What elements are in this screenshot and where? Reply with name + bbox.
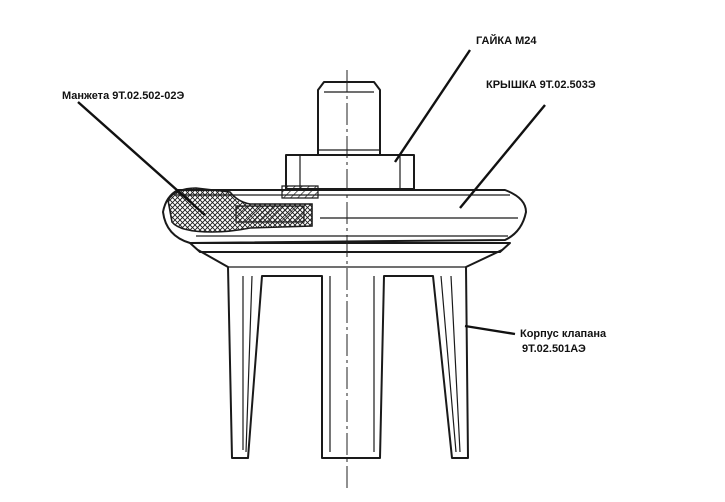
cover-outline	[162, 189, 527, 244]
cuff-leader-line	[77, 101, 206, 216]
valve-body-outline	[197, 249, 503, 459]
cuff-insert	[235, 205, 305, 223]
valve-body	[189, 242, 511, 459]
nut-m24	[285, 154, 415, 190]
valve-leg-left-inner	[242, 275, 253, 453]
body-label-line2: 9Т.02.501АЭ	[522, 343, 586, 355]
nut-leader-line	[394, 49, 471, 163]
body-leader-line	[464, 324, 516, 336]
valve-body-lip	[189, 242, 511, 253]
nut-body	[285, 154, 415, 190]
valve-leg-center-inner	[329, 276, 375, 452]
cuff-label: Манжета 9Т.02.502-02Э	[62, 90, 184, 102]
body-label-line1: Корпус клапана	[520, 328, 607, 340]
cover-leader-line	[459, 104, 546, 209]
valve-leg-right-inner	[440, 275, 461, 453]
cover-label: КРЫШКА 9Т.02.503Э	[486, 79, 596, 91]
nut-label: ГАЙКА М24	[476, 34, 537, 47]
cuff	[167, 185, 319, 233]
stud-outline	[317, 81, 381, 155]
threaded-stud	[317, 81, 381, 155]
